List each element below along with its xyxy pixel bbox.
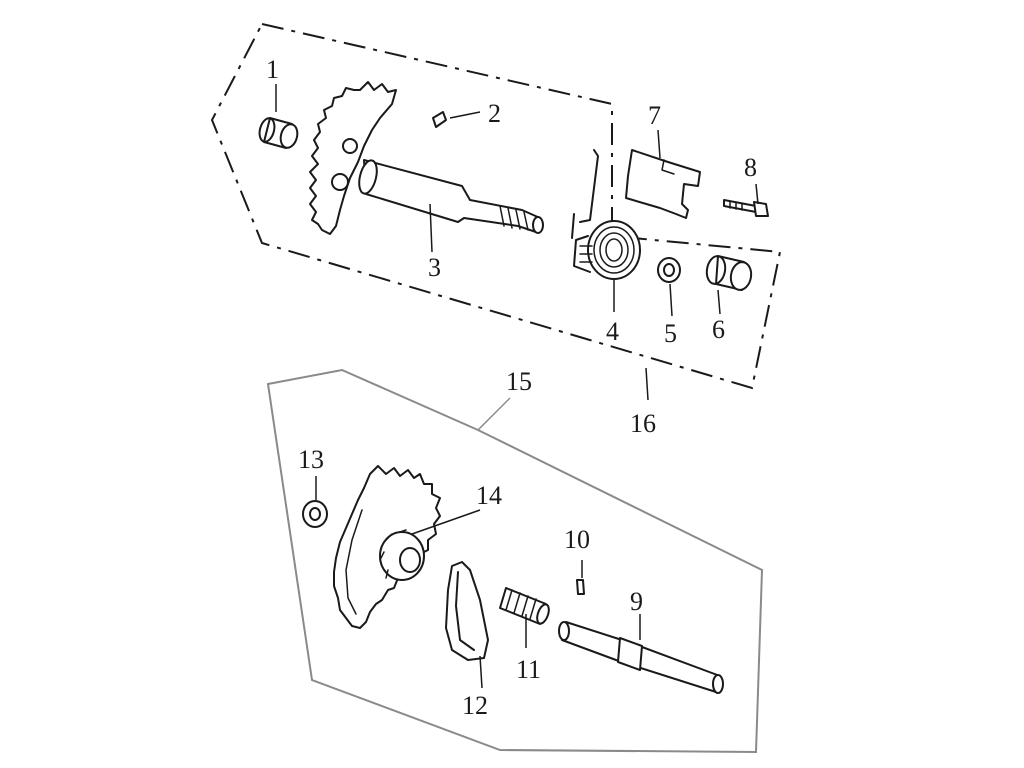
part-1-bushing	[258, 117, 299, 149]
callout-16: 16	[630, 409, 656, 438]
callout-13: 13	[298, 445, 324, 474]
part-6-collar	[705, 255, 753, 291]
callout-1: 1	[266, 55, 279, 84]
callout-8: 8	[744, 153, 757, 182]
part-3-kick-gear-shaft	[309, 81, 544, 235]
part-4-return-spring	[571, 149, 641, 280]
callout-10: 10	[564, 525, 590, 554]
callout-7: 7	[648, 101, 661, 130]
callout-14: 14	[476, 481, 502, 510]
part-14-driven-gear	[333, 465, 441, 629]
callout-15: 15	[506, 367, 532, 396]
part-12-clip	[445, 561, 489, 661]
callout-11: 11	[516, 655, 541, 684]
callout-5: 5	[664, 319, 677, 348]
assembly-16-outline	[210, 22, 782, 390]
part-13-washer	[302, 500, 328, 528]
part-10-pin	[576, 579, 585, 595]
part-8-bolt	[723, 199, 769, 217]
part-5-washer	[657, 257, 681, 283]
callout-3: 3	[428, 253, 441, 282]
part-11-ratchet-spring	[499, 587, 550, 625]
callout-2: 2	[488, 99, 501, 128]
part-7-guide-plate	[625, 149, 701, 219]
callout-labels: 1 2 3 4 5 6 7 8 9 10 11 12 13 14 15 16	[266, 55, 757, 720]
part-2-pin	[432, 111, 447, 128]
callout-4: 4	[606, 317, 619, 346]
assembly-15-outline	[266, 368, 764, 754]
part-9-kick-spindle	[558, 621, 724, 694]
callout-6: 6	[712, 315, 725, 344]
callout-9: 9	[630, 587, 643, 616]
callout-12: 12	[462, 691, 488, 720]
leader-lines	[275, 84, 759, 689]
